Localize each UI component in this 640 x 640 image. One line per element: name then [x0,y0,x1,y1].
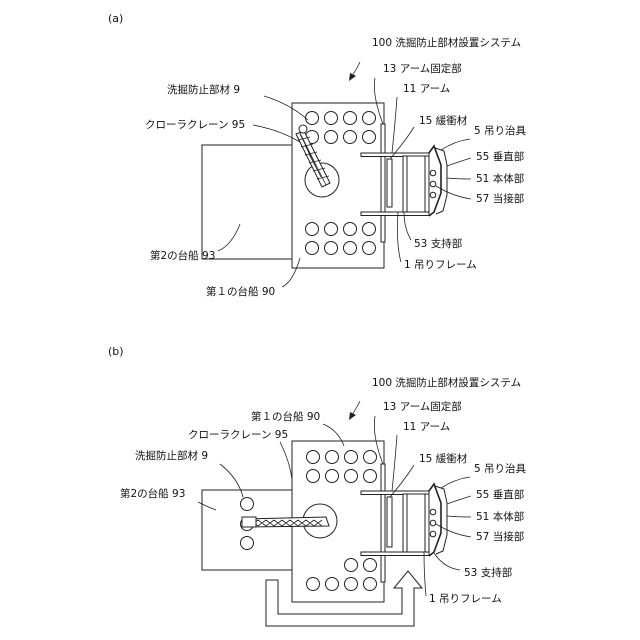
label-arm-fixing-b: 13 アーム固定部 [383,400,462,413]
label-support-b: 53 支持部 [464,566,512,579]
label-barge2-b: 第2の台船 93 [120,487,185,500]
hanging-jig-a [429,146,447,216]
arm-fixing-b [381,464,385,582]
label-arm-fixing-a: 13 アーム固定部 [383,62,462,75]
label-barge2-a: 第2の台船 93 [150,249,215,262]
label-frame-a: 1 吊りフレーム [404,259,477,271]
label-body-b: 51 本体部 [476,510,524,523]
label-arm-a: 11 アーム [403,83,450,95]
buffer-a [387,159,392,207]
label-scour-member-a: 洗掘防止部材 9 [167,83,240,96]
lower-arm-a [361,212,429,216]
label-hanging-jig-b: 5 吊り治具 [474,462,527,475]
label-buffer-a: 15 緩衝材 [419,114,468,127]
label-contact-a: 57 当接部 [476,192,524,205]
label-arm-b: 11 アーム [403,421,450,433]
label-scour-member-b: 洗掘防止部材 9 [135,449,208,462]
second-barge-a [202,145,292,259]
panel-a: (a) [108,12,527,298]
label-barge1-b: 第１の台船 90 [251,410,320,423]
lower-arm-b [361,552,429,556]
label-barge1-a: 第１の台船 90 [206,285,275,298]
label-buffer-b: 15 緩衝材 [419,452,468,465]
arm-fixing-a [381,124,385,242]
label-contact-b: 57 当接部 [476,530,524,543]
panel-b: (b) [108,345,527,626]
label-crane-b: クローラクレーン 95 [188,429,288,441]
label-hanging-jig-a: 5 吊り治具 [474,124,527,137]
hanging-jig-b [429,484,447,556]
label-crane-a: クローラクレーン 95 [145,119,245,131]
label-support-a: 53 支持部 [414,237,462,250]
buffer-b [387,497,392,547]
label-vertical-b: 55 垂直部 [476,488,524,501]
label-system-a: 100 洗掘防止部材設置システム [372,36,521,49]
panel-b-label: (b) [108,345,124,358]
label-frame-b: 1 吊りフレーム [429,593,502,605]
label-vertical-a: 55 垂直部 [476,150,524,163]
leader-system-a [352,62,360,76]
label-system-b: 100 洗掘防止部材設置システム [372,376,521,389]
label-body-a: 51 本体部 [476,172,524,185]
panel-a-label: (a) [108,12,123,25]
